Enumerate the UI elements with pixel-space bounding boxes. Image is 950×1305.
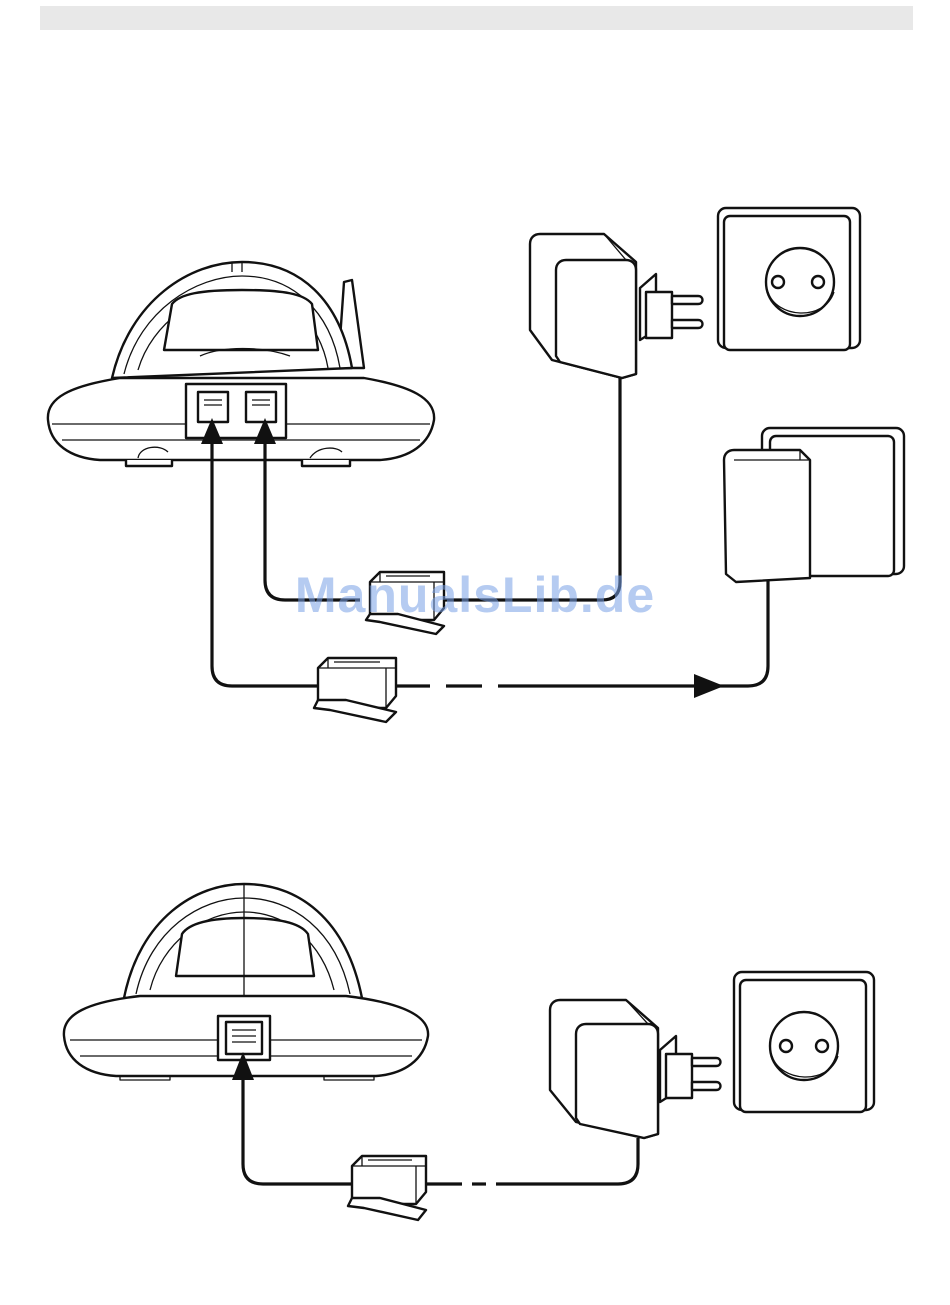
telephone-wall-socket-icon bbox=[724, 428, 904, 582]
arrow-icon bbox=[694, 674, 724, 698]
modular-plug-icon bbox=[314, 658, 396, 722]
power-adapter-icon bbox=[550, 1000, 721, 1138]
power-adapter-icon bbox=[530, 234, 703, 378]
wall-socket-icon bbox=[734, 972, 874, 1112]
modular-plug-icon bbox=[366, 572, 444, 634]
charger-base-icon bbox=[64, 884, 428, 1080]
base-station-icon bbox=[48, 262, 434, 466]
wall-socket-icon bbox=[718, 208, 860, 350]
modular-plug-icon bbox=[348, 1156, 426, 1220]
